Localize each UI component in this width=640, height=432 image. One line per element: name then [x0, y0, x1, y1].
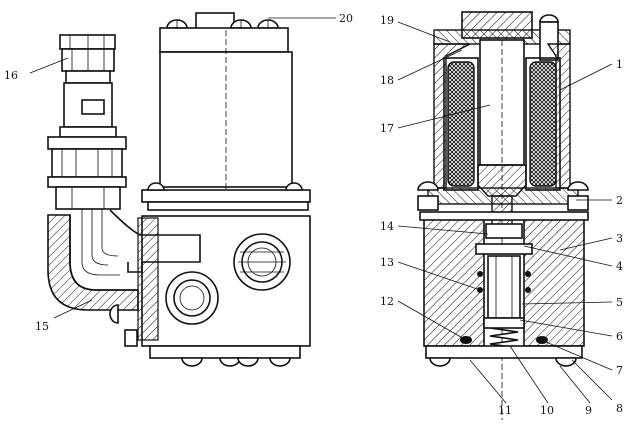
port-bottom: [165, 271, 219, 325]
elbow-conduit: [47, 214, 139, 311]
callout-4: 4: [616, 260, 623, 273]
callout-19: 19: [380, 14, 394, 27]
callout-9: 9: [585, 404, 592, 417]
top-screws-left: [166, 12, 279, 30]
bottom-plate: [425, 345, 583, 359]
coil-right: [529, 61, 557, 187]
callout-15: 15: [35, 320, 49, 333]
coil-left: [447, 61, 475, 187]
spool: [487, 255, 521, 319]
callout-6: 6: [616, 330, 623, 343]
callout-20: 20: [339, 12, 353, 25]
coil-cap: [159, 27, 289, 53]
callout-5: 5: [616, 296, 623, 309]
callout-8: 8: [616, 402, 623, 415]
callout-10: 10: [540, 404, 554, 417]
callout-7: 7: [616, 364, 623, 377]
connector: [47, 34, 127, 210]
callouts-right: 19 18 17 14 13 12 11 10 9 8 7 6 5 4 3 2 …: [380, 14, 623, 417]
callout-2: 2: [616, 194, 623, 207]
external-view: [47, 12, 311, 367]
callout-14: 14: [380, 220, 394, 233]
callout-11: 11: [498, 404, 512, 417]
callout-12: 12: [380, 295, 394, 308]
callout-3: 3: [616, 232, 623, 245]
port-top: [233, 233, 291, 291]
callout-1: 1: [616, 58, 623, 71]
callout-16: 16: [4, 69, 18, 82]
callouts-left: 16 20 15: [4, 12, 353, 333]
flange-plate: [141, 189, 311, 203]
callout-18: 18: [380, 74, 394, 87]
callout-17: 17: [380, 122, 394, 135]
section-view: [417, 11, 589, 420]
spring: [489, 327, 519, 349]
callout-13: 13: [380, 256, 394, 269]
coil-housing: [159, 51, 293, 188]
body-right: [523, 215, 585, 347]
